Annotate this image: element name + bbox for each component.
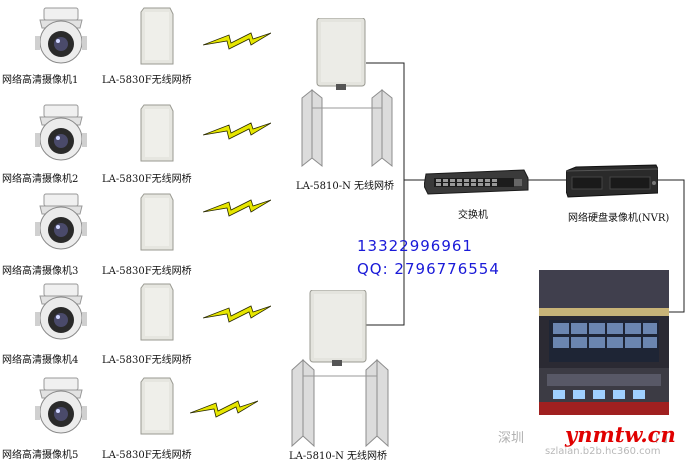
wireless-link-icon xyxy=(202,29,272,53)
cpe-bridge-icon xyxy=(140,282,174,342)
contact-qq: QQ: 2796776554 xyxy=(357,260,500,278)
base-station-label: LA-5810-N 无线网桥 xyxy=(289,451,387,462)
wireless-link-icon xyxy=(202,302,272,326)
watermark-bracket: 门 xyxy=(655,431,669,446)
watermark-city: 深圳 xyxy=(498,431,525,446)
wireless-link-icon xyxy=(202,119,272,143)
watermark-site: szlaian.b2b.hc360.com xyxy=(545,446,661,457)
camera-label: 网络高清摄像机1 xyxy=(2,75,79,86)
cpe-bridge-icon xyxy=(140,192,174,252)
camera-label: 网络高清摄像机3 xyxy=(2,266,79,277)
link-nvr-to-monitor xyxy=(655,179,685,313)
cpe-bridge-icon xyxy=(140,6,174,66)
ptz-camera-icon xyxy=(30,376,92,438)
base-station-bridge-icon-1 xyxy=(301,18,393,168)
cpe-bridge-icon xyxy=(140,376,174,436)
cpe-bridge-icon xyxy=(140,103,174,163)
watermark-logo: ynmtw.cn xyxy=(565,422,676,447)
cpe-label: LA-5830F无线网桥 xyxy=(102,75,192,86)
link-bottom-bridge-to-switch xyxy=(366,180,405,326)
camera-label: 网络高清摄像机2 xyxy=(2,174,79,185)
nvr-label: 网络硬盘录像机(NVR) xyxy=(568,213,670,224)
cpe-label: LA-5830F无线网桥 xyxy=(102,450,192,461)
wireless-link-icon xyxy=(202,196,272,220)
ptz-camera-icon xyxy=(30,6,92,68)
network-switch-icon xyxy=(424,169,529,195)
nvr-recorder-icon xyxy=(566,164,658,198)
monitoring-center-image xyxy=(539,270,669,415)
switch-label: 交换机 xyxy=(458,210,488,221)
camera-label: 网络高清摄像机5 xyxy=(2,450,79,461)
cpe-label: LA-5830F无线网桥 xyxy=(102,355,192,366)
camera-label: 网络高清摄像机4 xyxy=(2,355,79,366)
contact-phone: 13322996961 xyxy=(357,237,473,255)
ptz-camera-icon xyxy=(30,192,92,254)
base-station-label: LA-5810-N 无线网桥 xyxy=(296,181,394,192)
link-top-bridge-to-switch xyxy=(366,62,430,181)
ptz-camera-icon xyxy=(30,282,92,344)
cpe-label: LA-5830F无线网桥 xyxy=(102,266,192,277)
cpe-label: LA-5830F无线网桥 xyxy=(102,174,192,185)
wireless-link-icon xyxy=(189,397,259,421)
ptz-camera-icon xyxy=(30,103,92,165)
base-station-bridge-icon-2 xyxy=(291,290,389,448)
